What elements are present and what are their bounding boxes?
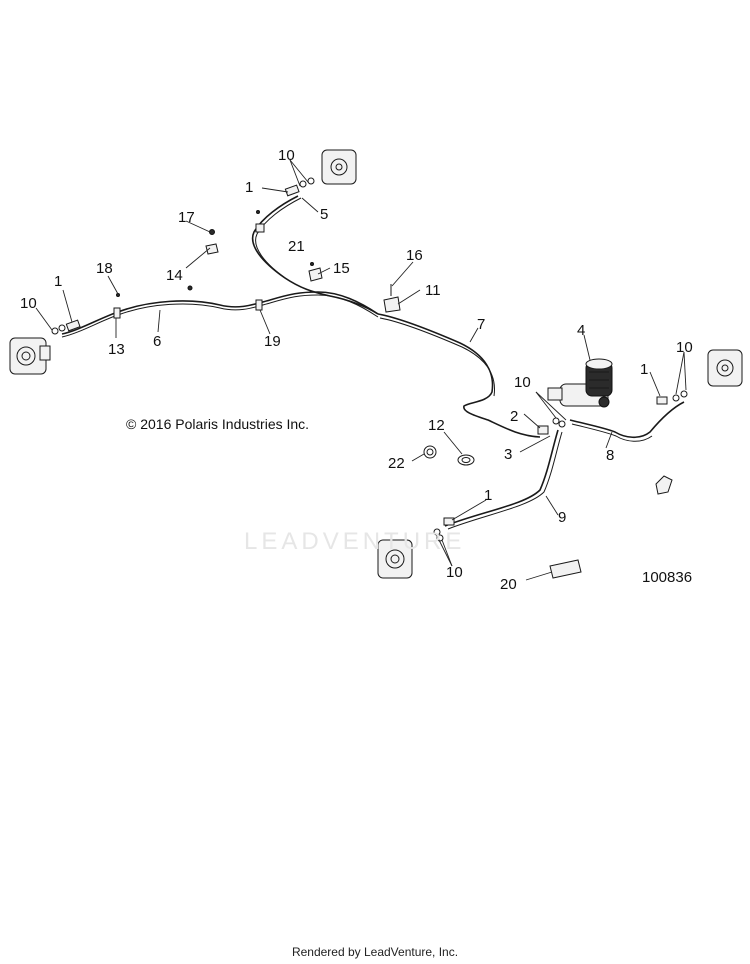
right-caliper — [707, 349, 743, 387]
callout-6: 6 — [153, 333, 161, 350]
callout-13: 13 — [108, 341, 125, 358]
callout-15: 15 — [333, 260, 350, 277]
brake-line-9 — [444, 429, 559, 527]
callout-1-right: 1 — [640, 361, 648, 378]
brake-line-7 — [377, 313, 541, 438]
callout-17: 17 — [178, 209, 195, 226]
callout-10-right: 10 — [676, 339, 693, 356]
callout-14: 14 — [166, 267, 183, 284]
callout-3: 3 — [504, 446, 512, 463]
brake-line-5 — [251, 195, 379, 315]
callout-5: 5 — [320, 206, 328, 223]
right-clip — [655, 475, 673, 495]
callout-21: 21 — [288, 238, 305, 255]
callout-4: 4 — [577, 322, 585, 339]
callout-10-mid: 10 — [514, 374, 531, 391]
callout-7: 7 — [477, 316, 485, 333]
watermark: LEADVENTURE — [244, 528, 466, 555]
left-front-caliper — [9, 337, 51, 375]
callout-9: 9 — [558, 509, 566, 526]
callout-20: 20 — [500, 576, 517, 593]
top-caliper — [321, 149, 357, 185]
callout-2: 2 — [510, 408, 518, 425]
part-20 — [549, 559, 582, 579]
brake-line-8 — [569, 401, 685, 439]
callout-18: 18 — [96, 260, 113, 277]
callout-8: 8 — [606, 447, 614, 464]
callout-19: 19 — [264, 333, 281, 350]
callout-labels: 10 1 5 17 14 21 15 16 11 18 1 10 13 6 19… — [20, 147, 693, 593]
leader-lines — [35, 159, 687, 581]
clips — [113, 210, 401, 319]
copyright-text: © 2016 Polaris Industries Inc. — [126, 416, 310, 432]
diagram-reference-number: 100836 — [642, 569, 693, 586]
callout-1-top: 1 — [245, 179, 253, 196]
brake-line-6 — [61, 291, 379, 335]
master-cylinder — [547, 358, 613, 408]
grommets — [423, 445, 475, 466]
callout-12: 12 — [428, 417, 445, 434]
callout-22: 22 — [388, 455, 405, 472]
footer-credit: Rendered by LeadVenture, Inc. — [291, 945, 459, 959]
callout-16: 16 — [406, 247, 423, 264]
callout-1-low: 1 — [484, 487, 492, 504]
callout-11: 11 — [425, 282, 441, 299]
callout-10-low: 10 — [446, 564, 463, 581]
callout-10-top: 10 — [278, 147, 295, 164]
callout-10-left: 10 — [20, 295, 37, 312]
callout-1-left: 1 — [54, 273, 62, 290]
lower-caliper — [377, 539, 413, 579]
